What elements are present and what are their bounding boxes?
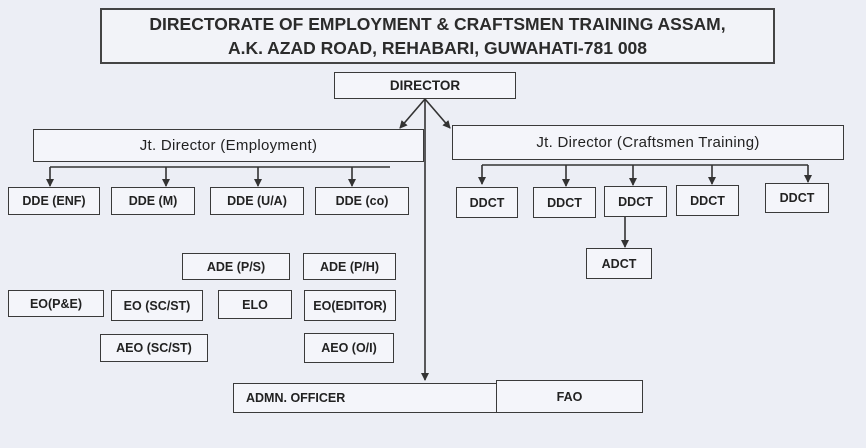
node-ddct-2: DDCT xyxy=(533,187,596,218)
node-aeo-oi: AEO (O/I) xyxy=(304,333,394,363)
connector-director-jd-ct xyxy=(424,98,451,129)
title-line-1: DIRECTORATE OF EMPLOYMENT & CRAFTSMEN TR… xyxy=(149,14,726,34)
node-dde-co: DDE (co) xyxy=(315,187,409,215)
node-dde-m: DDE (M) xyxy=(111,187,195,215)
node-admn-officer: ADMN. OFFICER xyxy=(233,383,498,413)
node-ddct-5: DDCT xyxy=(765,183,829,213)
title-line-2: A.K. AZAD ROAD, REHABARI, GUWAHATI-781 0… xyxy=(227,38,648,58)
node-ddct-3: DDCT xyxy=(604,186,667,217)
node-ddct-4: DDCT xyxy=(676,185,739,216)
node-dde-enf: DDE (ENF) xyxy=(8,187,100,215)
node-eo-scst: EO (SC/ST) xyxy=(111,290,203,321)
node-ade-ps: ADE (P/S) xyxy=(182,253,290,280)
node-jt-director-craftsmen: Jt. Director (Craftsmen Training) xyxy=(452,125,844,160)
page-title: DIRECTORATE OF EMPLOYMENT & CRAFTSMEN TR… xyxy=(100,8,775,64)
node-director: DIRECTOR xyxy=(334,72,516,99)
node-aeo-scst: AEO (SC/ST) xyxy=(100,334,208,362)
node-jt-director-employment: Jt. Director (Employment) xyxy=(33,129,424,162)
node-ade-ph: ADE (P/H) xyxy=(303,253,396,280)
node-dde-ua: DDE (U/A) xyxy=(210,187,304,215)
node-eo-pe: EO(P&E) xyxy=(8,290,104,317)
node-ddct-1: DDCT xyxy=(456,187,518,218)
node-eo-editor: EO(EDITOR) xyxy=(304,290,396,321)
connector-director-jd-emp xyxy=(399,98,426,129)
node-elo: ELO xyxy=(218,290,292,319)
node-adct: ADCT xyxy=(586,248,652,279)
node-fao: FAO xyxy=(496,380,643,413)
